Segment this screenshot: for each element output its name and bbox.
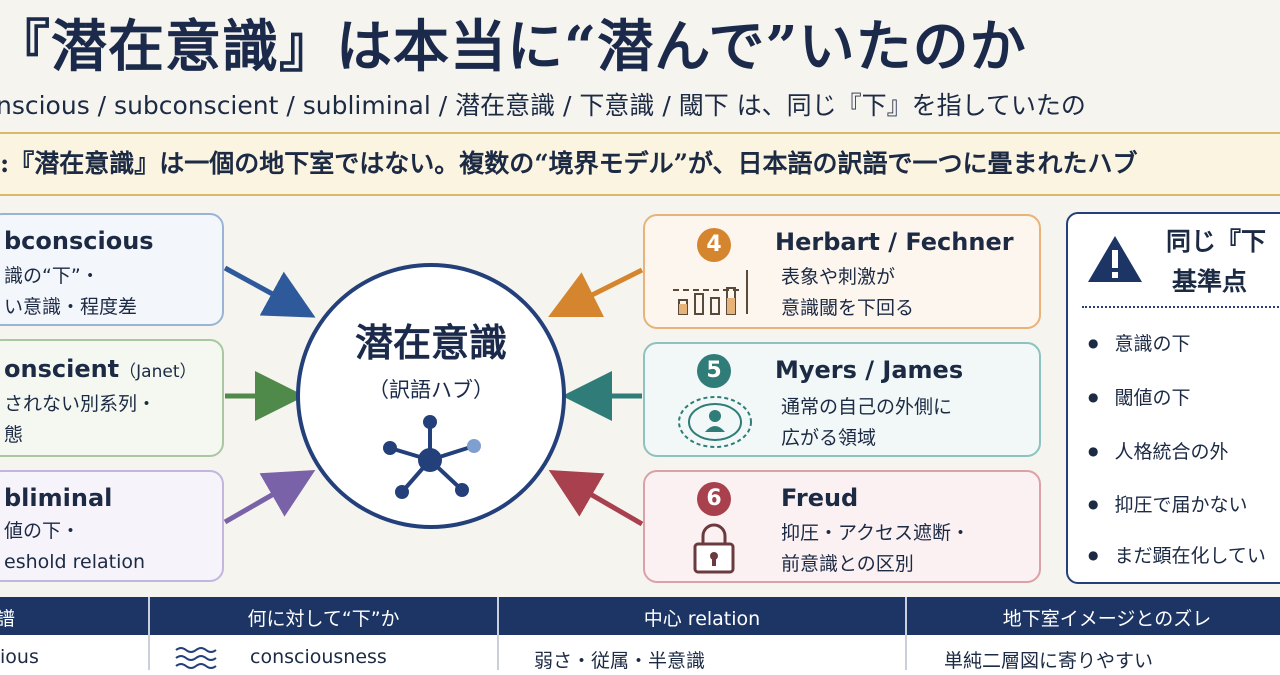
page-title: 『潜在意識』は本当に“潜んで”いたのか [0,14,1027,80]
warning-icon [1088,236,1142,282]
hub-circle [296,263,566,529]
card-title: bconscious [4,227,154,255]
sidebar-item: まだ顕在化してい [1088,541,1265,568]
subtitle: nscious / subconscient / subliminal / 潜在… [0,91,1086,120]
card-desc: されない別系列・ 態 [4,393,157,446]
person-radiating-icon [678,396,752,448]
padlock-icon [693,523,735,574]
card-title: onscient [4,355,120,383]
table-separator [148,597,150,670]
hub-title: 潜在意識 [354,320,507,365]
card-number: 5 [697,354,731,388]
table-header-cell: 何に対して“下”か [247,608,400,630]
card-title: Herbart / Fechner [775,228,1014,256]
sidebar-heading-line1: 同じ『下 [1166,227,1267,256]
card-desc: 値の下・ eshold relation [4,520,146,573]
card-number: 4 [697,228,731,262]
card-desc: 通常の自己の外側に 広がる領域 [781,396,953,449]
sidebar-item: 人格統合の外 [1088,437,1228,464]
sidebar-heading-line2: 基準点 [1172,267,1248,296]
arrow-freud [548,469,644,527]
card-freud: 6 Freud 抑圧・アクセス遮断・ 前意識との区別 [643,470,1041,583]
sidebar-item: 意識の下 [1088,329,1190,356]
table-cell: 弱さ・従属・半意識 [534,650,706,672]
table-header [0,597,1280,635]
thesis-text: :『潜在意識』は一個の地下室ではない。複数の“境界モデル”が、日本語の訳語で一つ… [0,149,1138,178]
wave-lines-icon [175,647,217,669]
card-subconscious: bconscious 識の“下”・ い意識・程度差 [0,213,224,326]
sidebar-item: 抑圧で届かない [1088,490,1247,517]
card-title: bliminal [4,484,113,512]
card-subliminal: bliminal 値の下・ eshold relation [0,470,224,582]
sidebar-item: 閾値の下 [1088,383,1190,410]
card-desc: 表象や刺激が 意識閾を下回る [781,266,915,319]
network-hub-icon [383,415,481,499]
table-separator [905,597,907,670]
card-myers-james: 5 Myers / James 通常の自己の外側に 広がる領域 [643,342,1041,457]
card-title-note: （Janet） [119,362,197,382]
thesis-banner [0,132,1280,196]
arrow-subliminal [223,470,316,525]
sidebar-divider [1082,306,1280,308]
table-header-cell: 中心 relation [643,608,761,630]
table-header-cell: 譜 [0,608,16,630]
card-desc: 識の“下”・ い意識・程度差 [4,265,138,318]
hub-subtitle: （訳語ハブ） [368,378,494,402]
threshold-bars-icon [673,270,748,315]
table-separator [497,597,499,670]
card-title: Freud [781,484,859,512]
card-title: Myers / James [775,356,964,384]
card-herbart-fechner: 4 Herbart / Fechner 表象や刺激が 意識閾を下回る [643,214,1041,329]
table-cell: ious [0,646,39,668]
table-header-cell: 地下室イメージとのズレ [1002,608,1212,630]
arrow-herbart [548,267,644,317]
arrow-subconscious [223,265,316,318]
table-cell: consciousness [250,646,387,668]
card-subconscient: onscient（Janet） されない別系列・ 態 [0,339,224,457]
card-number: 6 [697,482,731,516]
card-desc: 抑圧・アクセス遮断・ 前意識との区別 [781,522,971,575]
table-cell: 単純二層図に寄りやすい [944,650,1154,672]
